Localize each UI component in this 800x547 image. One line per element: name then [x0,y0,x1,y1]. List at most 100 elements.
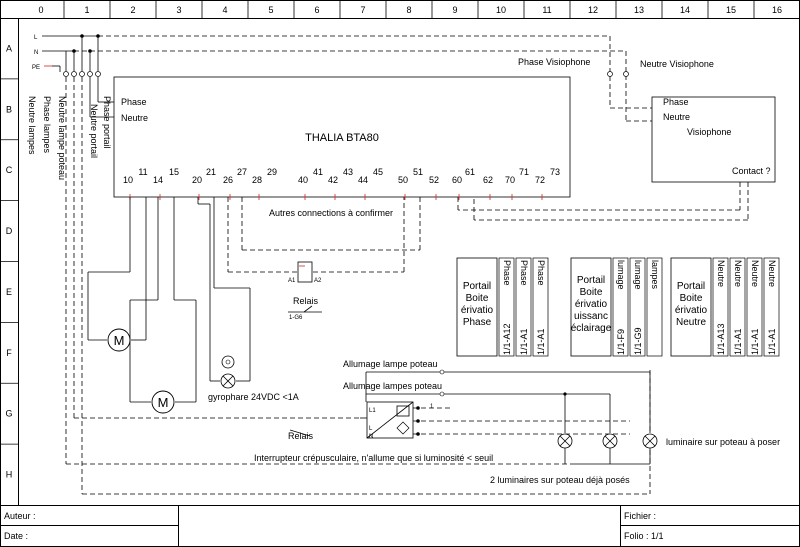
visiophone-box [651,96,776,183]
lamp-3 [642,433,658,464]
column-header-6: 6 [314,5,319,15]
controller-name: THALIA BTA80 [305,132,379,144]
column-header-16: 16 [772,5,782,15]
strip-ref: 1/1-A12 [502,323,512,355]
terminal-ticks [129,194,543,200]
column-header-11: 11 [542,5,551,15]
terminal-21: 21 [206,167,216,177]
strip-tag: Neutre [733,260,743,287]
neutre-lampes-label: Neutre lampes [27,96,37,155]
strip-ref: 1/1-A1 [536,328,546,355]
neutre-lampe-poteau-label: Neutre lampe poteau [57,96,67,180]
terminal-50: 50 [398,175,408,185]
terminal-71: 71 [519,167,529,177]
terminal-15: 15 [169,167,179,177]
row-header-G: G [5,409,12,419]
terminal-strip [729,257,746,357]
terminal-44: 44 [358,175,368,185]
strip-tag: lampes [650,260,660,290]
column-header-5: 5 [268,5,273,15]
motor-2-symbol: M [158,395,169,410]
vertical-labels: Neutre lampes Phase lampes Neutre lampe … [27,96,112,180]
motor-1: M [107,328,131,352]
crepuscular-switch [366,401,414,439]
terminal-11: 11 [138,167,147,177]
terminal-26: 26 [223,175,233,185]
supply-n-label: N [34,50,38,56]
switch-pin-l1: L1 [369,408,376,414]
terminal-60: 60 [452,175,462,185]
terminal-51: 51 [413,167,423,177]
motor-1-symbol: M [114,333,125,348]
file-label: Fichier : [624,511,656,521]
column-header-1: 1 [84,5,89,15]
terminal-40: 40 [298,175,308,185]
lamp-1 [557,433,573,464]
controller-neutre-label: Neutre [121,113,148,123]
terminal-70: 70 [505,175,515,185]
column-header-12: 12 [588,5,598,15]
column-header-15: 15 [726,5,736,15]
supply-pe-label: PE [32,65,40,71]
folio-label: Folio : 1/1 [624,531,664,541]
column-header-2: 2 [130,5,135,15]
terminal-10: 10 [123,175,133,185]
terminal-20: 20 [192,175,202,185]
visiophone-neutre: Neutre [663,112,690,122]
row-header-A: A [6,43,12,53]
strip-tag: Phase [519,260,529,286]
allumage-poteau-label: Allumage lampe poteau [343,359,438,369]
column-header-14: 14 [680,5,690,15]
column-header-9: 9 [452,5,457,15]
phase-lampes-label: Phase lampes [42,96,52,154]
visiophone-name: Visiophone [687,127,731,137]
terminal-61: 61 [465,167,475,177]
column-header-7: 7 [360,5,365,15]
date-label: Date : [4,531,28,541]
column-header-3: 3 [176,5,181,15]
strip-tag: Neutre [750,260,760,287]
terminal-strip [612,257,629,357]
terminal-strip [763,257,780,357]
terminal-41: 41 [313,167,323,177]
gyrophare-top-icon [221,355,235,369]
visiophone: Phase Visiophone Neutre Visiophone Phase… [457,57,776,221]
controller-wiring: Autres connections à confirmer A1 A2 Rel… [87,197,421,403]
terminal-27: 27 [237,167,247,177]
supply-l-label: L [34,35,38,41]
strip-tag: Phase [502,260,512,286]
strip-ref: 1/1-A1 [767,328,777,355]
terminal-73: 73 [550,167,560,177]
strip-tag: lumage [633,260,643,290]
strip-tag: Neutre [767,260,777,287]
strip-ref: 1/1-A1 [750,328,760,355]
terminal-strip [746,257,763,357]
controller-phase-label: Phase [121,97,147,107]
row-header-H: H [6,470,13,480]
strip-tag: Phase [536,260,546,286]
terminal-strip [498,257,515,357]
phase-portail-label: Phase portail [102,96,112,149]
relay-label: Relais [293,296,319,306]
relay-pin-b: A2 [314,278,322,284]
author-label: Auteur : [4,511,36,521]
strip-ref: 1/1-G9 [633,327,643,355]
row-header-B: B [6,104,12,114]
terminal-29: 29 [267,167,277,177]
terminal-14: 14 [153,175,163,185]
row-header-D: D [6,226,13,236]
strip-ref: 1/1-A1 [519,328,529,355]
phase-visiophone-label: Phase Visiophone [518,57,590,67]
relay-pin-a: A1 [288,278,296,284]
relay-coil [297,261,313,283]
terminal-strip [515,257,532,357]
lamp-2 [602,433,618,464]
